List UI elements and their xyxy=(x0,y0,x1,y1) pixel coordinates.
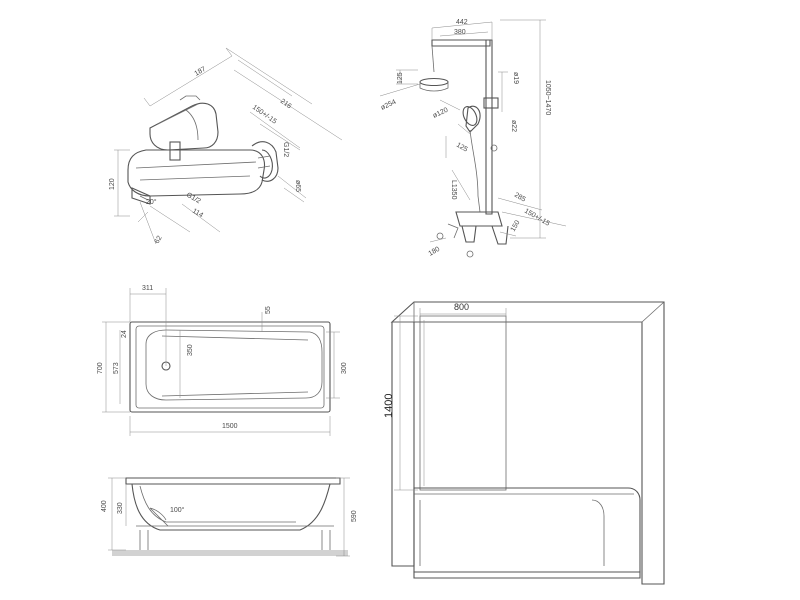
shower-dim-125: 125 xyxy=(397,72,404,84)
shower-drawing: 442 380 125 ø19 ø254 ø120 ø22 125 L1350 … xyxy=(380,19,567,258)
shower-dim-1050: 1050~1470 xyxy=(544,80,551,115)
faucet-dim-g12-top: G1/2 xyxy=(282,142,289,157)
tub-dim-311: 311 xyxy=(142,285,153,292)
tub-dim-55: 55 xyxy=(265,306,272,314)
faucet-dim-114: 114 xyxy=(191,208,204,220)
faucet-dim-62: 62 xyxy=(154,235,164,245)
tub-top-view: 311 55 24 700 573 350 300 1500 xyxy=(97,285,348,436)
tub-dim-573: 573 xyxy=(113,362,120,374)
shower-dim-254: ø254 xyxy=(380,99,398,112)
screen-dim-800: 800 xyxy=(454,302,469,312)
faucet-dim-65: ø65 xyxy=(294,180,301,192)
screen-installation-view: 800 1400 xyxy=(383,301,665,585)
shower-dim-150b: 150 xyxy=(510,219,522,233)
tub-dim-700: 700 xyxy=(97,362,104,374)
faucet-drawing: 187 216 150+/-15 G1/2 ø65 120 20° G1/2 1… xyxy=(109,47,343,245)
shower-dim-442: 442 xyxy=(456,19,468,26)
faucet-dim-120: 120 xyxy=(109,178,116,190)
tub-side-dim-100deg: 100° xyxy=(170,506,185,514)
shower-dim-125b: 125 xyxy=(455,142,469,154)
tub-dim-300: 300 xyxy=(341,362,348,374)
shower-dim-19: ø19 xyxy=(512,72,519,84)
shower-dim-1350: L1350 xyxy=(450,180,457,200)
shower-dim-22: ø22 xyxy=(510,120,517,132)
faucet-dim-20deg: 20° xyxy=(146,198,157,206)
tub-dim-350: 350 xyxy=(187,344,194,356)
faucet-dim-216: 216 xyxy=(279,98,293,110)
tub-dim-1500: 1500 xyxy=(222,423,238,430)
screen-dim-1400: 1400 xyxy=(383,394,395,418)
shower-dim-120: ø120 xyxy=(432,107,450,120)
faucet-dim-g12-bottom: G1/2 xyxy=(185,192,202,206)
tub-side-view: 400 330 100° 590 xyxy=(101,477,358,557)
tub-side-dim-590: 590 xyxy=(351,510,358,522)
tub-side-dim-400: 400 xyxy=(101,500,108,512)
shower-dim-180: 180 xyxy=(428,246,442,258)
tub-dim-24: 24 xyxy=(121,330,128,338)
tub-side-dim-330: 330 xyxy=(117,502,124,514)
faucet-dim-187: 187 xyxy=(194,66,208,78)
shower-dim-285: 285 xyxy=(513,192,527,204)
shower-dim-380: 380 xyxy=(454,29,466,36)
